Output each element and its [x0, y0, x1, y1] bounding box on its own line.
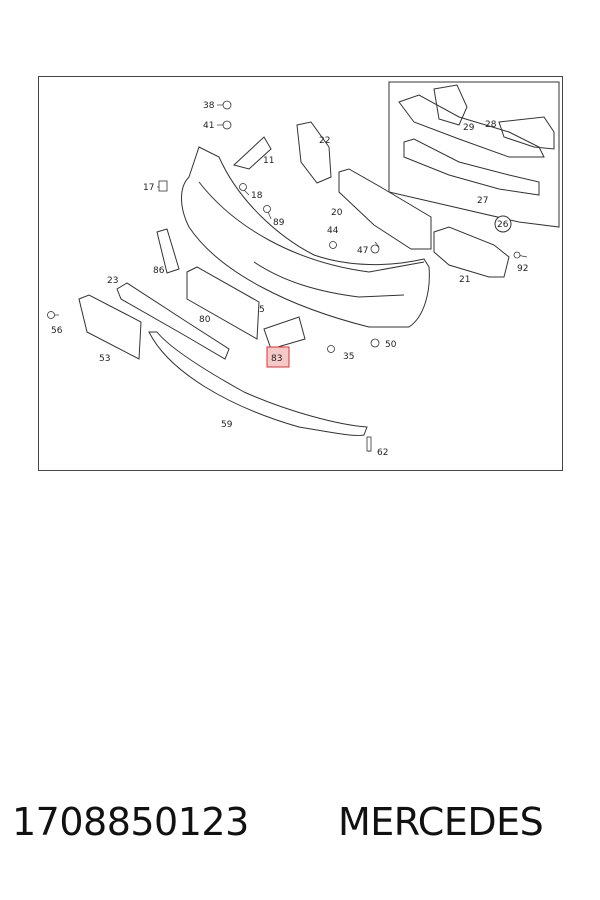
callout-circle-26: [494, 215, 512, 233]
callout-5: 5: [259, 305, 265, 315]
screw-92-icon: [513, 251, 521, 259]
air-deflector-22: [296, 121, 332, 184]
callout-17: 17: [143, 183, 154, 193]
callout-38: 38: [203, 101, 215, 111]
bolt-47-icon: [370, 244, 380, 254]
callout-92: 92: [517, 264, 528, 274]
callout-44: 44: [327, 226, 339, 236]
caption: 1708850123 MERCEDES: [0, 800, 600, 860]
screw-56-icon: [47, 311, 55, 319]
bumper-upper-line: [198, 181, 425, 273]
callout-59: 59: [221, 420, 233, 430]
inset-bumper-middle: [403, 138, 540, 196]
callout-27: 27: [477, 196, 488, 206]
grille-20: [338, 168, 432, 250]
callout-23: 23: [107, 276, 118, 286]
inset-bracket-28: [498, 116, 555, 150]
brand-name: MERCEDES: [338, 800, 544, 844]
nut-50-icon: [370, 338, 380, 348]
washer-41-icon: [222, 120, 232, 130]
callout-89: 89: [273, 218, 285, 228]
diagram-svg: 38 41 11 22 17 18 89 20 44 47 86 21 92 2…: [47, 81, 560, 458]
inset-bracket-29: [433, 84, 468, 126]
callout-11: 11: [263, 156, 274, 166]
impact-strip-23: [116, 282, 230, 360]
callout-53: 53: [99, 354, 110, 364]
bumper-cover: [181, 146, 430, 328]
callout-26: 26: [497, 220, 509, 230]
parts-diagram: 38 41 11 22 17 18 89 20 44 47 86 21 92 2…: [38, 76, 563, 471]
callout-47: 47: [357, 246, 368, 256]
spoiler-lip-59: [148, 331, 368, 436]
absorber-strip-83: [263, 316, 306, 350]
callout-86: 86: [153, 266, 165, 276]
license-plate-holder-53: [78, 294, 142, 360]
inset-box: [388, 81, 560, 228]
callout-18: 18: [251, 191, 263, 201]
screw-35-icon: [327, 345, 335, 353]
inset-bumper-top: [398, 94, 545, 158]
screw-18-icon: [239, 183, 247, 191]
callout-41: 41: [203, 121, 214, 131]
screw-89-icon: [263, 205, 271, 213]
callout-50: 50: [385, 340, 397, 350]
callout-35: 35: [343, 352, 354, 362]
corner-bracket-11: [232, 136, 272, 170]
callout-29: 29: [463, 123, 475, 133]
callout-28: 28: [485, 120, 497, 130]
part-number: 1708850123: [12, 800, 249, 844]
nut-38-icon: [222, 100, 232, 110]
callout-62: 62: [377, 448, 388, 458]
callout-83: 83: [271, 354, 282, 364]
highlight-box-83: [266, 346, 290, 368]
side-grille-21: [433, 226, 510, 278]
absorber-strip-80: [186, 266, 260, 340]
clip-17-icon: [158, 180, 168, 192]
callout-56: 56: [51, 326, 63, 336]
callout-22: 22: [319, 136, 330, 146]
bumper-grille-opening: [253, 261, 405, 298]
callout-20: 20: [331, 208, 343, 218]
callout-80: 80: [199, 315, 211, 325]
callout-21: 21: [459, 275, 470, 285]
clip-62-icon: [366, 436, 372, 452]
absorber-strip-86: [156, 228, 180, 274]
nut-44-icon: [329, 241, 337, 249]
